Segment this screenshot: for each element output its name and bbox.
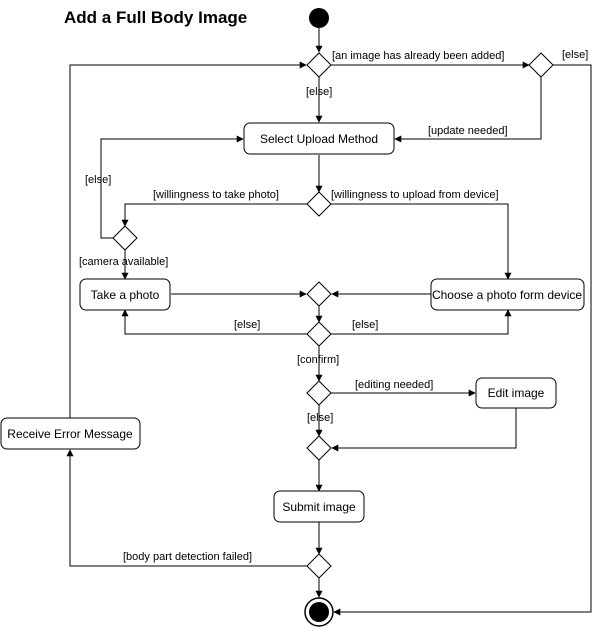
guard-else-top-right: [else] xyxy=(562,49,588,61)
guard-else-retake-right: [else] xyxy=(352,319,378,331)
decision-update-needed xyxy=(528,52,554,78)
guard-editing-needed: [editing needed] xyxy=(355,379,433,391)
decision-upload-method xyxy=(306,191,332,217)
merge-photo-source xyxy=(306,281,332,307)
guard-else-no-edit: [else] xyxy=(307,412,333,424)
action-choose-photo-device xyxy=(430,278,585,311)
guard-camera-available: [camera available] xyxy=(79,256,168,268)
decision-camera-available xyxy=(112,225,138,251)
edge-upload-device xyxy=(331,203,512,280)
guard-else-camera-loop: [else] xyxy=(85,174,111,186)
edge-camera-else xyxy=(100,135,244,239)
guard-confirm: [confirm] xyxy=(297,354,339,366)
guard-else-after-first: [else] xyxy=(306,86,332,98)
action-edit-image-label: Edit image xyxy=(488,386,545,400)
guard-image-added: [an image has already been added] xyxy=(332,50,504,62)
edge-update-needed xyxy=(394,77,542,143)
guard-update-needed: [update needed] xyxy=(428,125,508,137)
final-node-core xyxy=(309,602,329,622)
edge-retake-photo xyxy=(121,309,307,335)
edge-rechoose-device xyxy=(331,309,512,335)
action-select-upload-method xyxy=(243,122,395,155)
action-submit-image-label: Submit image xyxy=(282,500,356,514)
guard-willingness-upload-device: [willingness to upload from device] xyxy=(331,189,499,201)
edge-detection-failed xyxy=(66,449,307,567)
decision-editing-needed xyxy=(306,380,332,406)
decision-detection xyxy=(306,553,332,579)
action-take-photo xyxy=(79,278,171,311)
action-receive-error-label: Receive Error Message xyxy=(7,427,133,441)
action-choose-photo-device-label: Choose a photo form device xyxy=(432,288,582,302)
decision-image-added xyxy=(306,52,332,78)
initial-node xyxy=(309,8,329,28)
action-select-upload-method-label: Select Upload Method xyxy=(260,132,378,146)
action-submit-image xyxy=(273,490,365,523)
decision-confirm xyxy=(306,321,332,347)
guard-else-retake-left: [else] xyxy=(234,319,260,331)
edge-else-to-final xyxy=(333,64,592,616)
guard-body-part-detection-failed: [body part detection failed] xyxy=(123,551,252,563)
merge-editing xyxy=(306,435,332,461)
edge-error-loop xyxy=(69,61,307,418)
edge-take-photo xyxy=(121,203,307,227)
edge-edit-to-merge xyxy=(331,408,517,452)
action-edit-image xyxy=(475,377,557,409)
action-receive-error xyxy=(0,417,141,450)
action-take-photo-label: Take a photo xyxy=(91,288,160,302)
guard-willingness-take-photo: [willingness to take photo] xyxy=(153,189,279,201)
diagram-title: Add a Full Body Image xyxy=(64,8,247,27)
